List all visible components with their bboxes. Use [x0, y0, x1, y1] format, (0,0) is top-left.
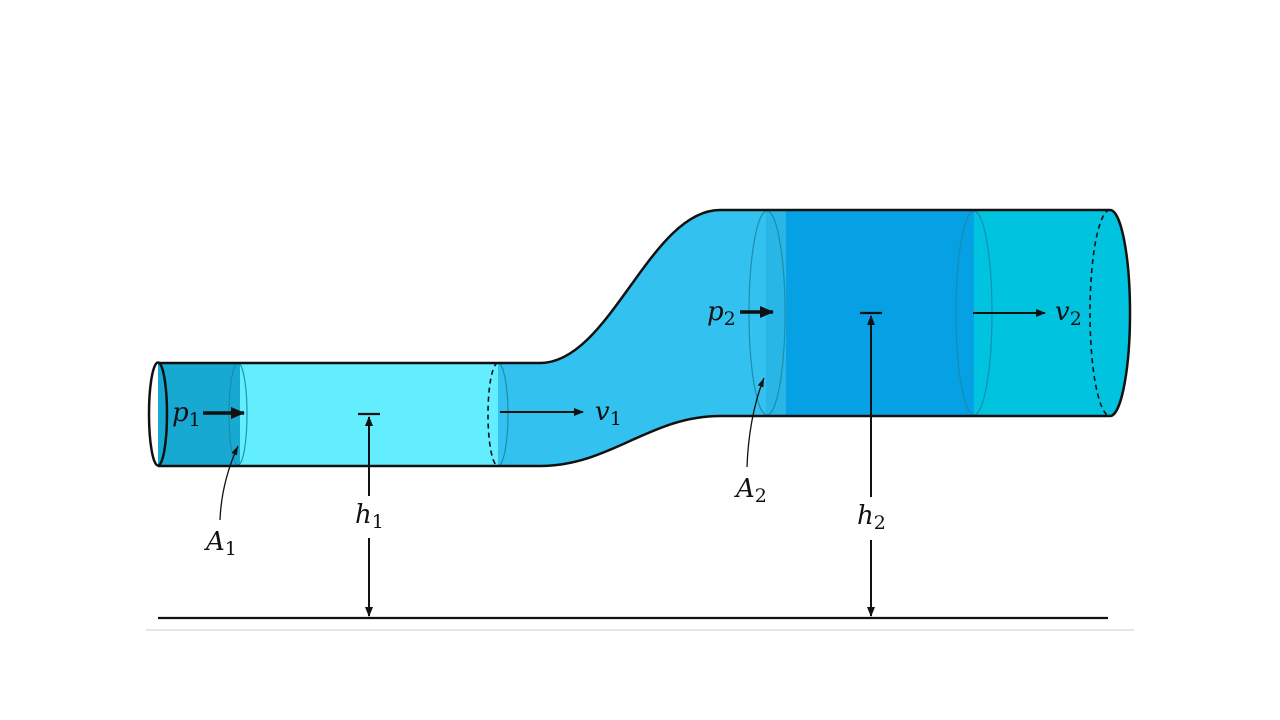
label-v2: v2 — [1055, 297, 1082, 330]
label-p2: p2 — [707, 297, 736, 330]
label-h2: h2 — [857, 501, 886, 534]
label-a2: A2 — [734, 474, 767, 507]
pipe-outlet-band — [974, 210, 1130, 425]
outlet-hidden-arc — [1089, 209, 1111, 417]
area-pointer-a2 — [746, 377, 765, 468]
segment1-right-ring-back — [487, 362, 499, 467]
pipe-outline — [158, 208, 1132, 468]
label-a1: A1 — [204, 527, 237, 560]
pipe-inlet-band — [158, 355, 240, 466]
pipe-segment-2 — [786, 210, 974, 425]
label-h1: h1 — [355, 500, 384, 533]
area-pointer-a1 — [219, 445, 239, 521]
pipe-ring-2 — [766, 210, 786, 425]
segment1-right-ring — [497, 362, 509, 467]
label-v1: v1 — [595, 397, 622, 430]
label-p1: p1 — [172, 398, 201, 431]
pipe-body — [158, 210, 1130, 466]
